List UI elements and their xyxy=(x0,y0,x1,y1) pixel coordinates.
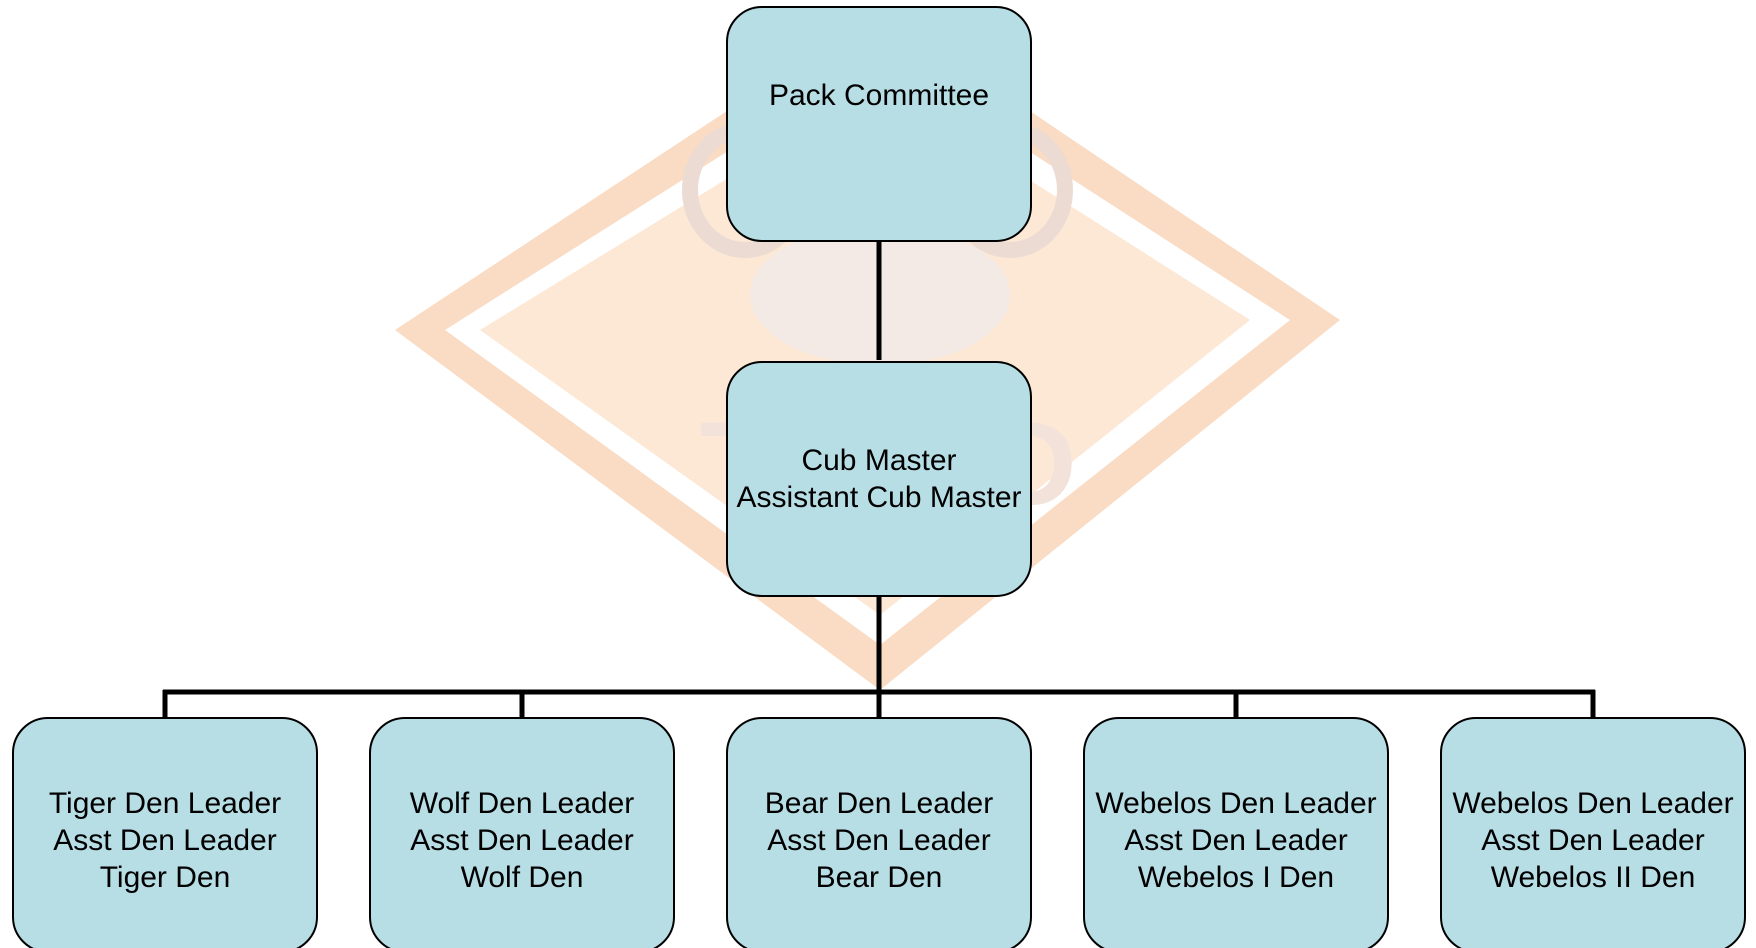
node-label: Tiger Den Leader Asst Den Leader Tiger D… xyxy=(49,785,281,896)
node-line: Bear Den xyxy=(815,860,943,894)
node-webelos-1-den: Webelos Den Leader Asst Den Leader Webel… xyxy=(1083,717,1389,948)
node-line: Webelos I Den xyxy=(1137,860,1335,894)
node-label: Wolf Den Leader Asst Den Leader Wolf Den xyxy=(410,785,635,896)
node-bear-den: Bear Den Leader Asst Den Leader Bear Den xyxy=(726,717,1032,948)
node-line: Tiger Den xyxy=(99,860,231,894)
node-label: Pack Committee xyxy=(769,77,989,114)
node-label: Webelos Den Leader Asst Den Leader Webel… xyxy=(1452,785,1733,896)
node-line: Assistant Cub Master xyxy=(736,481,1022,514)
node-line: Tiger Den Leader xyxy=(48,786,282,820)
node-line: Webelos II Den xyxy=(1490,860,1696,894)
node-line: Pack Committee xyxy=(768,78,990,112)
node-line: Wolf Den xyxy=(460,860,584,894)
node-label: Bear Den Leader Asst Den Leader Bear Den xyxy=(765,785,994,896)
node-label: Webelos Den Leader Asst Den Leader Webel… xyxy=(1095,785,1376,896)
node-pack-committee: Pack Committee xyxy=(726,6,1032,242)
node-line: Asst Den Leader xyxy=(53,823,277,857)
node-line: Bear Den Leader xyxy=(764,786,994,820)
node-line: Asst Den Leader xyxy=(767,823,991,857)
node-line: Asst Den Leader xyxy=(410,823,634,857)
node-webelos-2-den: Webelos Den Leader Asst Den Leader Webel… xyxy=(1440,717,1746,948)
node-line: Asst Den Leader xyxy=(1481,823,1705,857)
node-tiger-den: Tiger Den Leader Asst Den Leader Tiger D… xyxy=(12,717,318,948)
node-line: Cub Master xyxy=(801,444,957,477)
node-wolf-den: Wolf Den Leader Asst Den Leader Wolf Den xyxy=(369,717,675,948)
node-cub-master: Cub Master Assistant Cub Master xyxy=(726,361,1032,597)
node-label: Cub Master Assistant Cub Master xyxy=(736,442,1021,516)
node-line: Webelos Den Leader xyxy=(1095,786,1377,820)
node-line: Wolf Den Leader xyxy=(409,786,635,820)
node-line: Asst Den Leader xyxy=(1124,823,1348,857)
node-line: Webelos Den Leader xyxy=(1452,786,1734,820)
